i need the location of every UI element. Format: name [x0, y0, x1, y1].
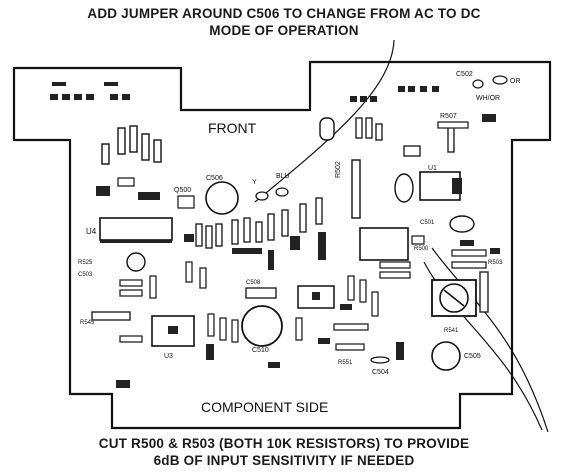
capacitor-c504: [370, 356, 390, 364]
label-c501: C501: [420, 220, 435, 226]
bottom-caption-line1: CUT R500 & R503 (BOTH 10K RESISTORS) TO …: [98, 436, 470, 451]
bottom-caption-line2: 6dB OF INPUT SENSITIVITY IF NEEDED: [153, 453, 415, 468]
resistor-r502: [351, 159, 361, 219]
label-c506: C506: [206, 175, 223, 182]
label-r500: R500: [414, 246, 429, 252]
dark-pad-left-lower: [116, 380, 130, 388]
label-blu: BLU: [276, 173, 290, 180]
dark-pad-top-right: [482, 114, 496, 122]
resistor-group-lower-middle: [207, 275, 379, 343]
pad-wh-or: [472, 79, 484, 89]
label-q500: Q500: [174, 187, 191, 194]
jumper-pad-a: [255, 191, 269, 201]
chip-small-left: [138, 192, 160, 200]
capacitor-left-dark: [96, 186, 110, 196]
capacitor-small-left: [126, 252, 146, 272]
ic-u4: [99, 217, 173, 241]
ic-u4-pin-strip: [100, 240, 172, 243]
transistor-lower-tab: [312, 292, 320, 300]
resistor-r507: [437, 121, 469, 129]
label-y: Y: [252, 179, 257, 186]
transistor-q500: [177, 195, 195, 209]
resistor-group-left: [101, 125, 162, 165]
front-label: FRONT: [208, 120, 257, 136]
label-or: OR: [510, 78, 521, 85]
top-caption-line2: MODE OF OPERATION: [209, 23, 359, 38]
label-u4: U4: [86, 227, 97, 236]
capacitor-top-middle: [319, 117, 335, 141]
pad-or: [492, 75, 508, 85]
label-u3: U3: [164, 353, 173, 360]
label-c504: C504: [372, 369, 389, 376]
label-c508: C508: [246, 280, 261, 286]
resistor-group-right-top: [355, 117, 455, 157]
capacitor-c506: [205, 181, 239, 215]
relay-block: [359, 227, 409, 261]
connector-pads-left: [50, 82, 130, 100]
label-c510: C510: [252, 347, 269, 354]
label-r551: R551: [338, 360, 353, 366]
label-r541: R541: [444, 328, 459, 334]
leader-line-bottom-a: [431, 247, 549, 433]
label-c505: C505: [464, 353, 481, 360]
ic-u1-tab: [452, 178, 462, 194]
ic-u3-tab: [168, 326, 178, 334]
dark-components-lower: [206, 304, 404, 368]
leader-line-top: [254, 39, 395, 203]
label-u1: U1: [428, 165, 437, 172]
connector-pads-right: [350, 86, 439, 102]
dark-pad-right-middle: [460, 240, 474, 246]
label-r525: R525: [78, 260, 93, 266]
resistor-r551: [335, 343, 365, 351]
top-caption-line1: ADD JUMPER AROUND C506 TO CHANGE FROM AC…: [87, 6, 481, 21]
dark-components-middle: [184, 232, 326, 270]
capacitor-oval-lower: [449, 215, 475, 233]
capacitor-c508: [245, 287, 277, 299]
label-r545: R545: [80, 320, 95, 326]
label-c502: C502: [456, 71, 473, 78]
resistor-group-right-middle: [379, 235, 487, 279]
component-bar-left: [117, 177, 135, 187]
capacitor-c510: [241, 305, 283, 347]
resistor-group-left-lower: [119, 261, 207, 343]
resistor-right-vertical: [479, 271, 489, 313]
label-wh-or: WH/OR: [476, 95, 500, 102]
capacitor-oval-right: [394, 173, 414, 203]
dark-pad-right-edge: [490, 248, 500, 254]
capacitor-c505: [431, 341, 461, 371]
label-r503: R503: [488, 260, 503, 266]
label-r507: R507: [440, 113, 457, 120]
component-side-label: COMPONENT SIDE: [201, 399, 328, 415]
label-c503: C503: [78, 272, 93, 278]
resistor-cluster-middle: [195, 197, 323, 249]
resistor-r545: [91, 311, 131, 321]
jumper-pad-b: [275, 187, 289, 197]
trimmer-slot: [443, 289, 465, 307]
label-r502: R502: [335, 161, 342, 178]
